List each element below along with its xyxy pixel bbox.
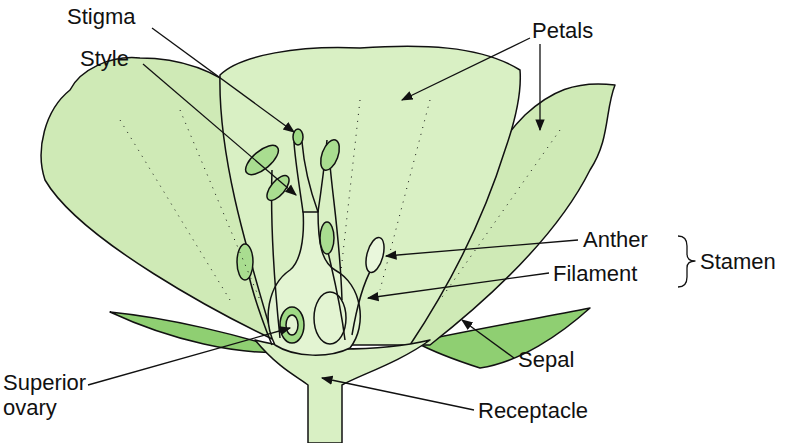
part-label: Filament xyxy=(553,261,637,286)
part-label: Superior ovary xyxy=(3,370,103,420)
leader-line xyxy=(88,328,290,385)
anther-shape xyxy=(363,236,388,275)
leader-line xyxy=(368,273,549,298)
part-label: Stigma xyxy=(67,4,135,29)
leader-line xyxy=(462,320,514,358)
style-shape xyxy=(294,142,318,212)
leader-line xyxy=(386,240,578,256)
part-label: Petals xyxy=(532,18,593,43)
part-label: Anther xyxy=(583,227,648,252)
anther-shape xyxy=(317,137,343,173)
petal-shape xyxy=(220,46,520,345)
anther-shape xyxy=(241,140,283,180)
filament-line xyxy=(328,252,345,340)
leader-line xyxy=(539,44,540,130)
stamen-bracket xyxy=(678,236,695,287)
leader-line xyxy=(152,28,294,132)
receptacle-shape xyxy=(255,340,430,443)
part-label: Style xyxy=(80,46,129,71)
anther-shape xyxy=(237,244,253,280)
leader-line xyxy=(402,38,530,100)
stigma-shape xyxy=(293,129,303,145)
anther-shape xyxy=(320,222,334,254)
filament-line xyxy=(352,268,372,335)
leader-line xyxy=(322,378,474,410)
part-label: Stamen xyxy=(700,249,776,274)
part-label: Receptacle xyxy=(478,398,588,423)
ovary-shape xyxy=(268,210,360,355)
ovule xyxy=(280,307,304,343)
leader-line xyxy=(143,64,296,195)
part-label: Sepal xyxy=(518,347,574,372)
ovule xyxy=(286,315,298,335)
